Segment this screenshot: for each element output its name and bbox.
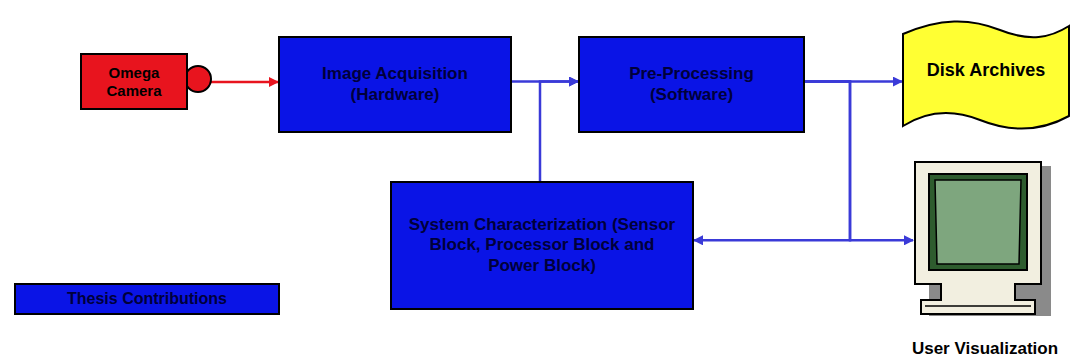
connector-arrow — [805, 82, 913, 241]
monitor-icon: User Visualization — [895, 156, 1075, 359]
node-label: Omega Camera — [88, 64, 180, 99]
process-box: System Characterization (Sensor Block, P… — [390, 181, 694, 310]
monitor-drawing — [895, 156, 1075, 326]
process-box: Image Acquisition (Hardware) — [278, 36, 512, 133]
node-label: Disk Archives — [927, 60, 1045, 81]
node-label: Image Acquisition (Hardware) — [290, 64, 500, 105]
node-label: Pre-Processing (Software) — [590, 64, 793, 105]
disk-shape — [903, 21, 1069, 128]
process-box: Pre-Processing (Software) — [578, 36, 805, 133]
camera-box: Omega Camera — [80, 53, 188, 110]
camera-lens — [185, 66, 211, 92]
node-label: User Visualization — [912, 339, 1058, 359]
connector-arrow — [540, 82, 578, 181]
storage-shape: Disk Archives — [900, 20, 1072, 136]
node-label: System Characterization (Sensor Block, P… — [402, 215, 682, 276]
legend-text: Thesis Contributions — [67, 290, 227, 308]
connector-arrow — [211, 81, 278, 84]
legend-swatch: Thesis Contributions — [14, 283, 280, 315]
